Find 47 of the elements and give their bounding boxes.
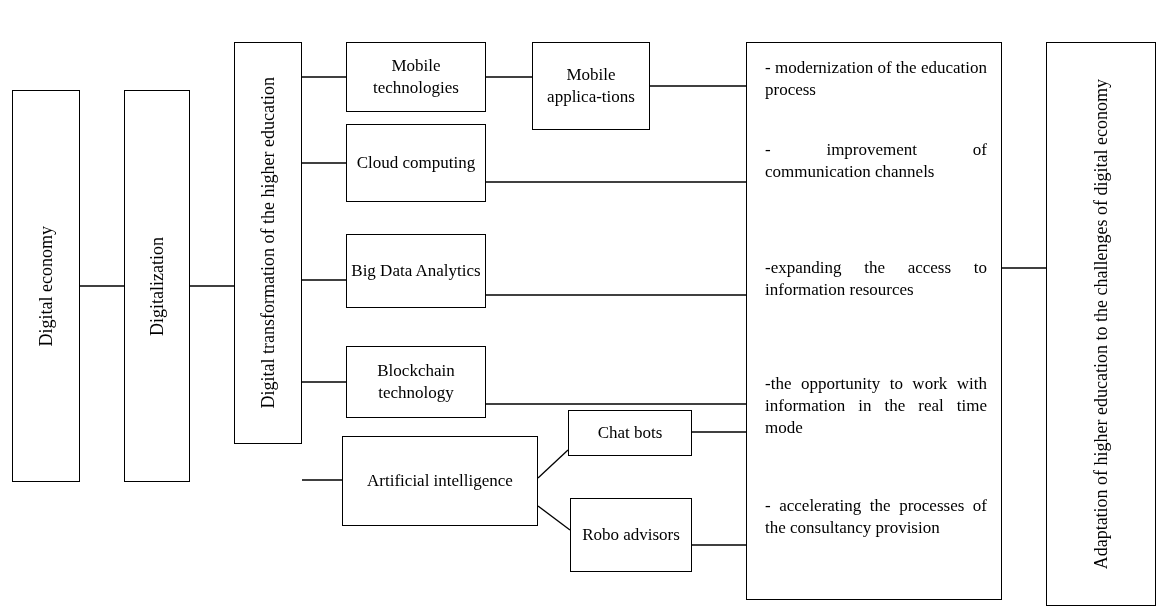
process-box xyxy=(12,90,80,482)
process-box xyxy=(570,498,692,572)
connector-line xyxy=(301,162,347,164)
box-label: Digital transformation of the higher education xyxy=(257,77,279,409)
process-box xyxy=(568,410,692,456)
process-box xyxy=(346,42,486,112)
connector-line xyxy=(691,431,747,433)
list-item: - accelerating the processes of the consultancy provision xyxy=(765,495,987,539)
connector-line xyxy=(301,76,347,78)
box-label: Digitalization xyxy=(146,236,168,336)
connector-line xyxy=(301,279,347,281)
box-label: Blockchain technology xyxy=(376,360,456,404)
list-box xyxy=(746,42,1002,600)
connector-line xyxy=(485,403,747,405)
box-label: Chat bots xyxy=(596,422,664,444)
connector-line xyxy=(485,294,747,296)
connector-line xyxy=(189,285,235,287)
connector-line xyxy=(537,505,571,531)
connector-line xyxy=(649,85,747,87)
box-label: Cloud computing xyxy=(355,152,477,174)
connector-line xyxy=(301,479,343,481)
box-label: Big Data Analytics xyxy=(350,260,482,282)
connector-line xyxy=(1001,267,1047,269)
connector-line xyxy=(691,544,747,546)
process-box xyxy=(124,90,190,482)
process-box xyxy=(234,42,302,444)
connector-line xyxy=(79,285,125,287)
list-item: - modernization of the education process xyxy=(765,57,987,101)
connector-line xyxy=(485,76,533,78)
process-box xyxy=(1046,42,1156,606)
connector-line xyxy=(537,449,569,479)
box-label: Artificial intelligence xyxy=(366,470,514,492)
process-box xyxy=(346,346,486,418)
box-label: Mobile applica-tions xyxy=(546,64,636,108)
box-label: Digital economy xyxy=(35,225,57,347)
process-box xyxy=(342,436,538,526)
process-box xyxy=(532,42,650,130)
list-item: -the opportunity to work with information in the real time mode xyxy=(765,373,987,439)
list-item: - improvement of communication channels xyxy=(765,139,987,183)
process-box xyxy=(346,124,486,202)
box-label: Robo advisors xyxy=(581,524,681,546)
box-label: Adaptation of higher education to the challenges of digital economy xyxy=(1090,78,1112,570)
list-item: -expanding the access to information resources xyxy=(765,257,987,301)
connector-line xyxy=(485,181,747,183)
box-label: Mobile technologies xyxy=(372,55,460,99)
process-box xyxy=(346,234,486,308)
connector-line xyxy=(301,381,347,383)
